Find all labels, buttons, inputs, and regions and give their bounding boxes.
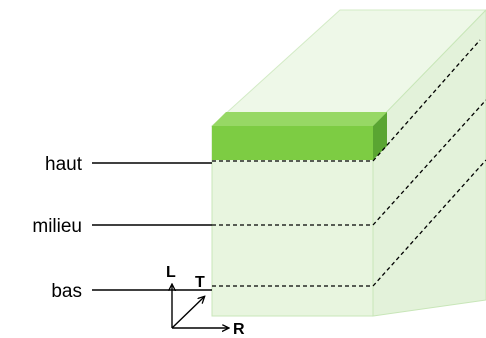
axis-label-t: T xyxy=(195,274,205,291)
green-slab-side-face xyxy=(373,112,387,160)
green-slab-top-face xyxy=(212,112,387,126)
dashed-line-bas-side xyxy=(372,159,486,287)
green-slab-front-face xyxy=(212,126,373,160)
axis-label-r: R xyxy=(233,321,245,338)
axis-arrow-t xyxy=(171,297,204,329)
dashed-line-milieu-side xyxy=(372,99,486,226)
level-label-bas: bas xyxy=(51,281,82,302)
level-label-milieu: milieu xyxy=(32,216,82,237)
level-label-haut: haut xyxy=(45,154,83,175)
dashed-line-haut-side xyxy=(372,39,481,162)
axis-label-l: L xyxy=(166,264,176,281)
